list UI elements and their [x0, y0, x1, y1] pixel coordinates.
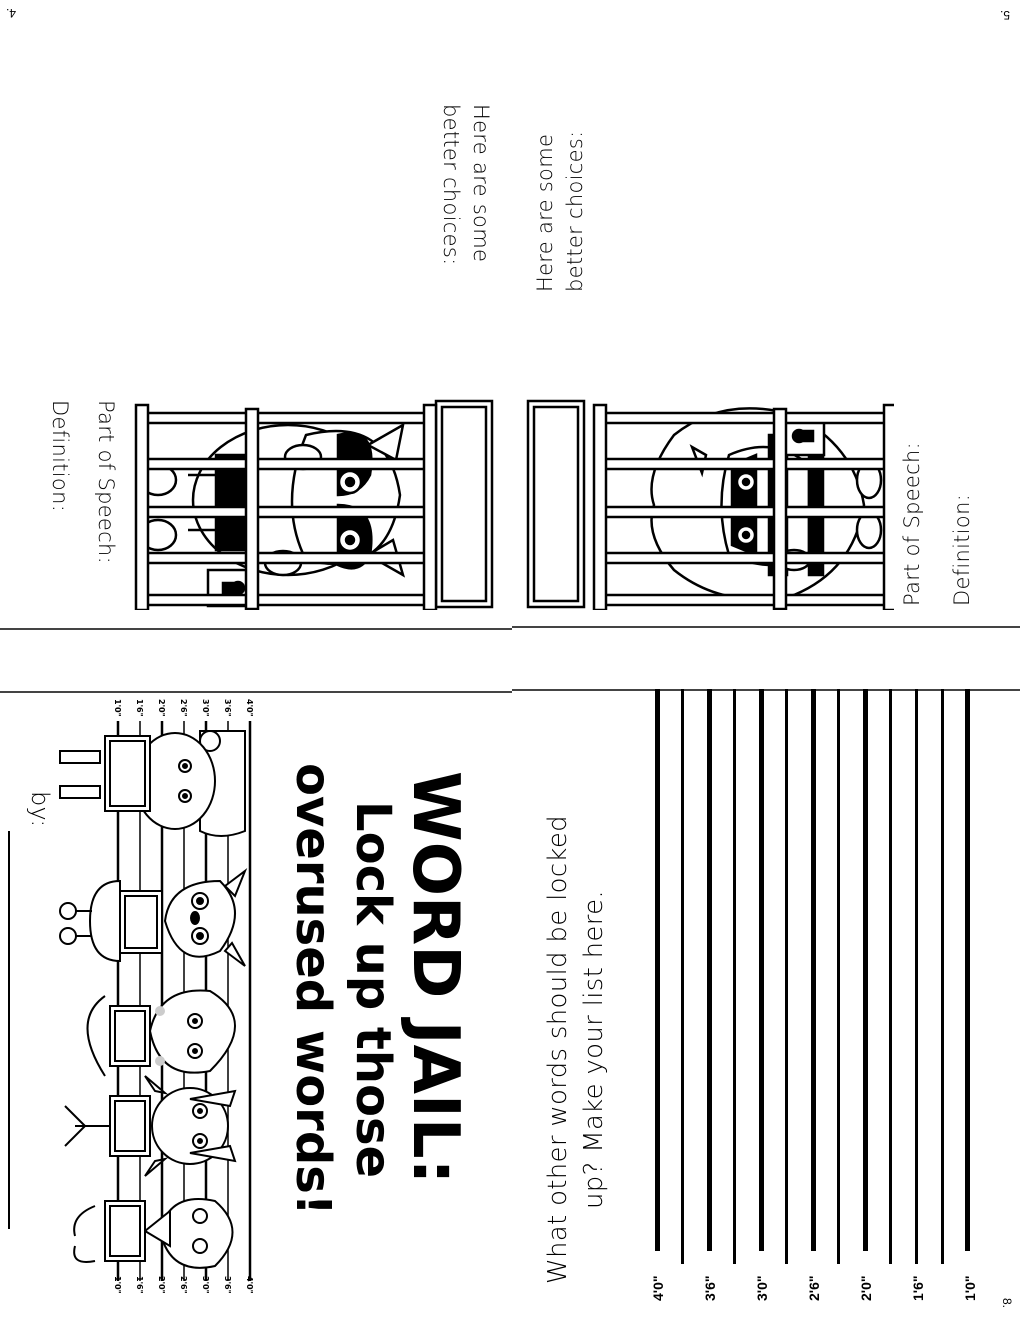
- writing-line-6[interactable]: [785, 689, 788, 1264]
- writing-line-12[interactable]: [941, 689, 944, 1264]
- writing-line-2[interactable]: [681, 689, 684, 1264]
- author-line[interactable]: [8, 831, 10, 1229]
- writing-line-13[interactable]: [965, 689, 970, 1251]
- better-choices-label: Here are some better choices:: [533, 130, 587, 292]
- definition-label: Definition:: [48, 400, 72, 513]
- fold-line-bottom-right: [512, 689, 1020, 691]
- lineup-illustration: [50, 721, 260, 1281]
- writing-line-11[interactable]: [915, 689, 918, 1264]
- jail-cage-raccoon: [128, 395, 498, 610]
- page-4: Here are some better choices: Part of Sp…: [0, 0, 512, 628]
- cover-subtitle-line2: overused words!: [285, 763, 341, 1216]
- writing-line-10[interactable]: [889, 689, 892, 1264]
- fold-line-top-right: [512, 626, 1020, 628]
- writing-line-4[interactable]: [733, 689, 736, 1264]
- writing-line-9[interactable]: [863, 689, 868, 1251]
- part-of-speech-label: Part of Speech:: [900, 442, 924, 606]
- girl-character: [59, 730, 246, 837]
- writing-line-8[interactable]: [837, 689, 840, 1264]
- better-choices-label: Here are some better choices:: [439, 104, 493, 266]
- writing-lines[interactable]: [655, 689, 975, 1264]
- raccoon-character: [59, 868, 248, 967]
- cover-subtitle-line1: Lock up those: [345, 801, 401, 1179]
- definition-label: Definition:: [950, 493, 974, 606]
- cover-page: WORD JAIL: Lock up those overused words!…: [0, 691, 512, 1320]
- writing-line-5[interactable]: [759, 689, 764, 1251]
- list-prompt: What other words should be locked up? Ma…: [543, 815, 609, 1284]
- fluffy-cat-character: [86, 989, 236, 1077]
- fold-line-bottom-left: [0, 691, 512, 693]
- writing-line-7[interactable]: [811, 689, 816, 1251]
- jail-cage-hedgehog: [524, 395, 894, 610]
- height-chart-labels: 4'0" 3'6" 3'0" 2'6" 2'0" 1'6" 1'0": [650, 1275, 978, 1301]
- bird-character: [73, 1198, 234, 1269]
- part-of-speech-label: Part of Speech:: [94, 400, 118, 564]
- page-8: What other words should be locked up? Ma…: [512, 689, 1020, 1320]
- sunflower-character: [64, 1075, 237, 1177]
- fold-line-top-left: [0, 628, 512, 630]
- writing-line-3[interactable]: [707, 689, 712, 1251]
- page-5: Here are some better choices: Part of Sp…: [512, 0, 1020, 626]
- cover-title: WORD JAIL:: [398, 771, 472, 1185]
- writing-line-1[interactable]: [655, 689, 660, 1251]
